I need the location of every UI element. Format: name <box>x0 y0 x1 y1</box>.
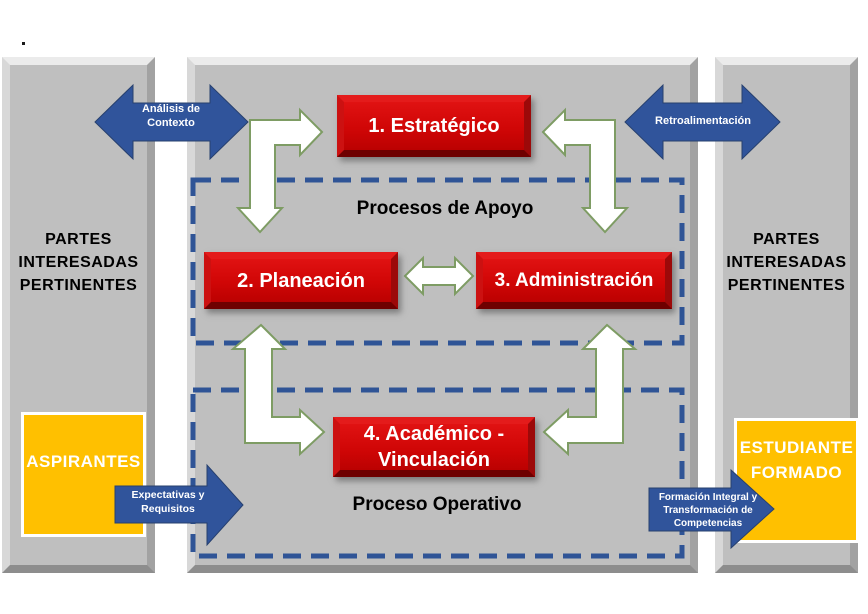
operative-zone-label: Proceso Operativo <box>352 494 522 515</box>
estudiante-formado-label: ESTUDIANTE FORMADO <box>739 438 854 482</box>
planning-process-label: 2. Planeación <box>237 269 365 292</box>
expectations-label: Expectativas y Requisitos <box>131 489 205 515</box>
aspirantes-label: ASPIRANTES <box>26 451 141 471</box>
context-analysis-label: Análisis de Contexto <box>141 103 201 129</box>
stray-dot <box>22 42 25 45</box>
formation-label: Formación Integral y Transformación de C… <box>658 492 758 529</box>
administration-process-label: 3. Administración <box>494 269 654 291</box>
feedback-label: Retroalimentación <box>655 115 751 127</box>
left-panel-title: PARTES INTERESADAS PERTINENTES <box>18 231 139 294</box>
academic-process-label: 4. Académico - Vinculación <box>363 423 505 471</box>
planning-process-box: 2. Planeación <box>204 252 398 309</box>
strategic-process-box: 1. Estratégico <box>337 95 531 157</box>
strategic-process-label: 1. Estratégico <box>368 115 500 137</box>
aspirantes-box: ASPIRANTES <box>21 412 146 537</box>
right-panel-title: PARTES INTERESADAS PERTINENTES <box>726 231 847 294</box>
academic-process-box: 4. Académico - Vinculación <box>333 417 535 477</box>
support-zone-label: Procesos de Apoyo <box>356 198 534 219</box>
administration-process-box: 3. Administración <box>476 252 672 309</box>
